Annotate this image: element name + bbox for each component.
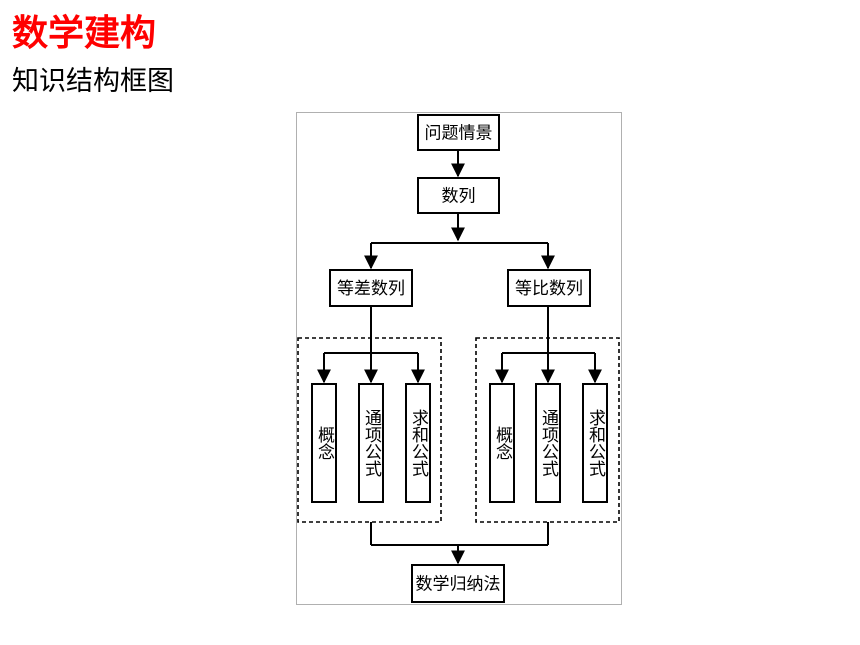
geo-child-general: 通项公式 xyxy=(535,383,561,503)
node-arithmetic: 等差数列 xyxy=(329,269,413,307)
geo-child-concept-label: 概念 xyxy=(492,426,513,460)
knowledge-structure-diagram: 问题情景 数列 等差数列 等比数列 概念 通项公式 求和公式 xyxy=(296,112,622,605)
page-subtitle: 知识结构框图 xyxy=(12,66,174,97)
geo-child-sum-label: 求和公式 xyxy=(585,409,606,477)
geo-child-general-label: 通项公式 xyxy=(538,409,559,477)
node-root: 问题情景 xyxy=(417,114,500,151)
node-conclusion-label: 数学归纳法 xyxy=(416,575,501,595)
node-sequence: 数列 xyxy=(417,177,500,214)
connector-lines xyxy=(317,150,602,565)
arith-child-general-label: 通项公式 xyxy=(361,409,382,477)
node-arithmetic-label: 等差数列 xyxy=(337,279,405,299)
node-conclusion: 数学归纳法 xyxy=(411,564,505,603)
arith-child-sum-label: 求和公式 xyxy=(408,409,429,477)
node-root-label: 问题情景 xyxy=(425,124,493,144)
arith-child-sum: 求和公式 xyxy=(405,383,431,503)
geo-child-sum: 求和公式 xyxy=(582,383,608,503)
geo-child-concept: 概念 xyxy=(489,383,515,503)
arith-child-concept: 概念 xyxy=(311,383,337,503)
arith-child-concept-label: 概念 xyxy=(314,426,335,460)
geometric-group-frame xyxy=(475,337,620,523)
node-geometric: 等比数列 xyxy=(507,269,591,307)
arithmetic-group-frame xyxy=(297,337,442,523)
node-sequence-label: 数列 xyxy=(442,187,476,207)
node-geometric-label: 等比数列 xyxy=(515,279,583,299)
page-title: 数学建构 xyxy=(12,13,157,54)
arith-child-general: 通项公式 xyxy=(358,383,384,503)
diagram-canvas: 问题情景 数列 等差数列 等比数列 概念 通项公式 求和公式 xyxy=(296,112,622,605)
